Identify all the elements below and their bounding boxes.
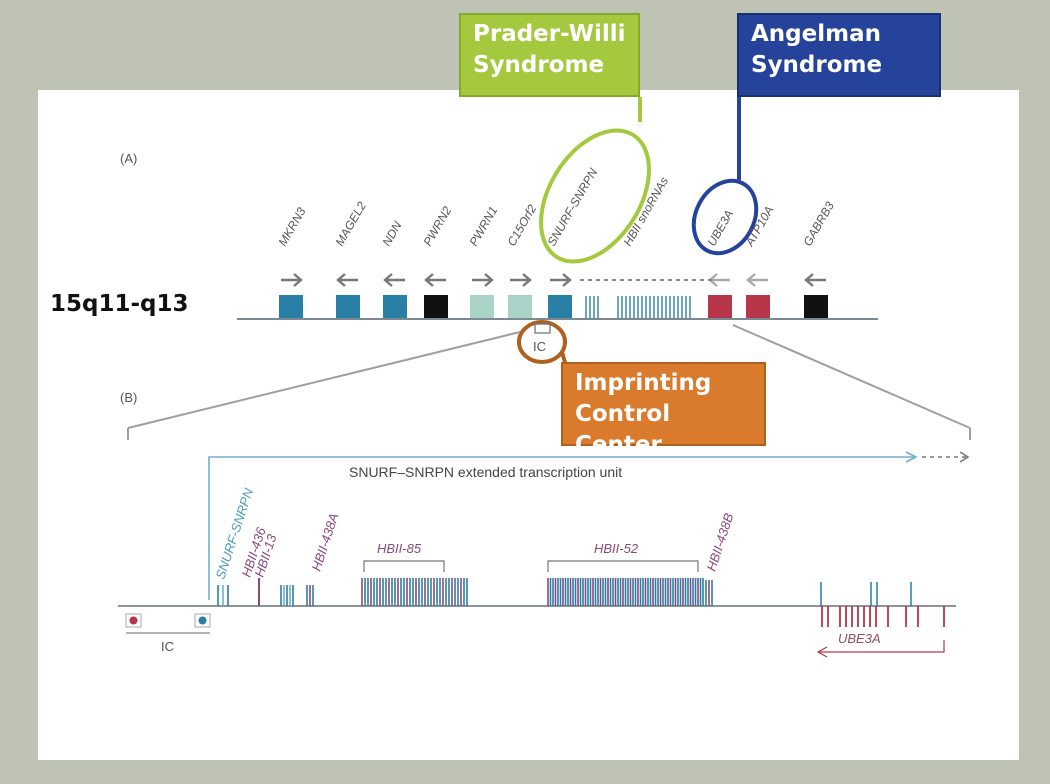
ube3a-arrow-b (818, 640, 945, 653)
as-highlight-ellipse (691, 178, 759, 256)
hbii438b-label: HBII-438B (704, 511, 737, 573)
ic-label-b: IC (161, 639, 174, 654)
transcription-unit-label: SNURF–SNRPN extended transcription unit (349, 464, 622, 480)
figure-panel (38, 90, 1019, 760)
gene-label-ube3a: UBE3A (704, 207, 736, 248)
gene-box-mkrn3 (279, 295, 303, 318)
hbii85-label: HBII-85 (377, 541, 422, 556)
zoom-line-left (127, 331, 521, 429)
gene-box-ndn (383, 295, 407, 318)
ic-paternal-dot (198, 616, 207, 625)
hbii-snorna-cluster-a (585, 296, 691, 318)
gene-label-mkrn3: MKRN3 (275, 205, 308, 249)
pw-highlight-ellipse (539, 128, 651, 264)
prader-willi-callout: Prader-Willi Syndrome (459, 13, 640, 97)
gene-box-snurf-snrpn (548, 295, 572, 318)
ube3a-arrowhead-b (816, 646, 828, 658)
gene-label-ndn: NDN (379, 219, 404, 249)
hbii52-label: HBII-52 (594, 541, 639, 556)
gene-label-c15orf2: C15Orf2 (504, 202, 539, 249)
gene-arrow-c15orf2 (510, 273, 532, 287)
transcription-unit-dotted-arrowhead (959, 451, 970, 463)
gene-arrow-mkrn3 (281, 273, 303, 287)
hbii85-bracket (363, 560, 445, 572)
panel-a-label: (A) (120, 151, 137, 166)
gene-arrow-pwrn2 (424, 273, 446, 287)
gene-label-pwrn1: PWRN1 (466, 204, 500, 249)
gene-arrow-gabrb3 (804, 273, 826, 287)
ic-maternal-dot (129, 616, 138, 625)
gene-label-atp10a: ATP10A (742, 204, 777, 250)
gene-label-magel2: MAGEL2 (332, 199, 369, 248)
gene-arrow-pwrn1 (472, 273, 494, 287)
gene-arrow-snurf-snrpn (550, 273, 572, 287)
gene-box-atp10a (746, 295, 770, 318)
gene-box-pwrn2 (424, 295, 448, 318)
gene-box-pwrn1 (470, 295, 494, 318)
ube3a-label-b: UBE3A (838, 631, 881, 646)
zoom-line-right (732, 324, 971, 429)
transcription-unit-arrow (208, 456, 916, 600)
imprinting-center-callout: Imprinting Control Center (561, 362, 766, 458)
gene-box-gabrb3 (804, 295, 828, 318)
gene-arrow-ube3a (708, 273, 730, 287)
gene-arrow-magel2 (336, 273, 358, 287)
ic-highlight-ellipse (517, 320, 567, 364)
hbii52-bracket (547, 560, 699, 572)
gene-box-ube3a (708, 295, 732, 318)
transcription-unit-arrowhead (905, 451, 918, 463)
gene-arrow-atp10a (746, 273, 768, 287)
angelman-callout: Angelman Syndrome (737, 13, 941, 97)
gene-label-pwrn2: PWRN2 (420, 204, 454, 249)
gene-arrow-ndn (383, 273, 405, 287)
ic-label-a: IC (533, 339, 546, 354)
locus-label: 15q11-q13 (50, 291, 189, 317)
snorna-clusters-b (217, 578, 945, 627)
gene-label-gabrb3: GABRB3 (800, 199, 837, 248)
gene-box-magel2 (336, 295, 360, 318)
hbii438a-label: HBII-438A (309, 511, 342, 573)
panel-b-label: (B) (120, 390, 137, 405)
gene-box-c15orf2 (508, 295, 532, 318)
ic-box-a (534, 323, 551, 334)
